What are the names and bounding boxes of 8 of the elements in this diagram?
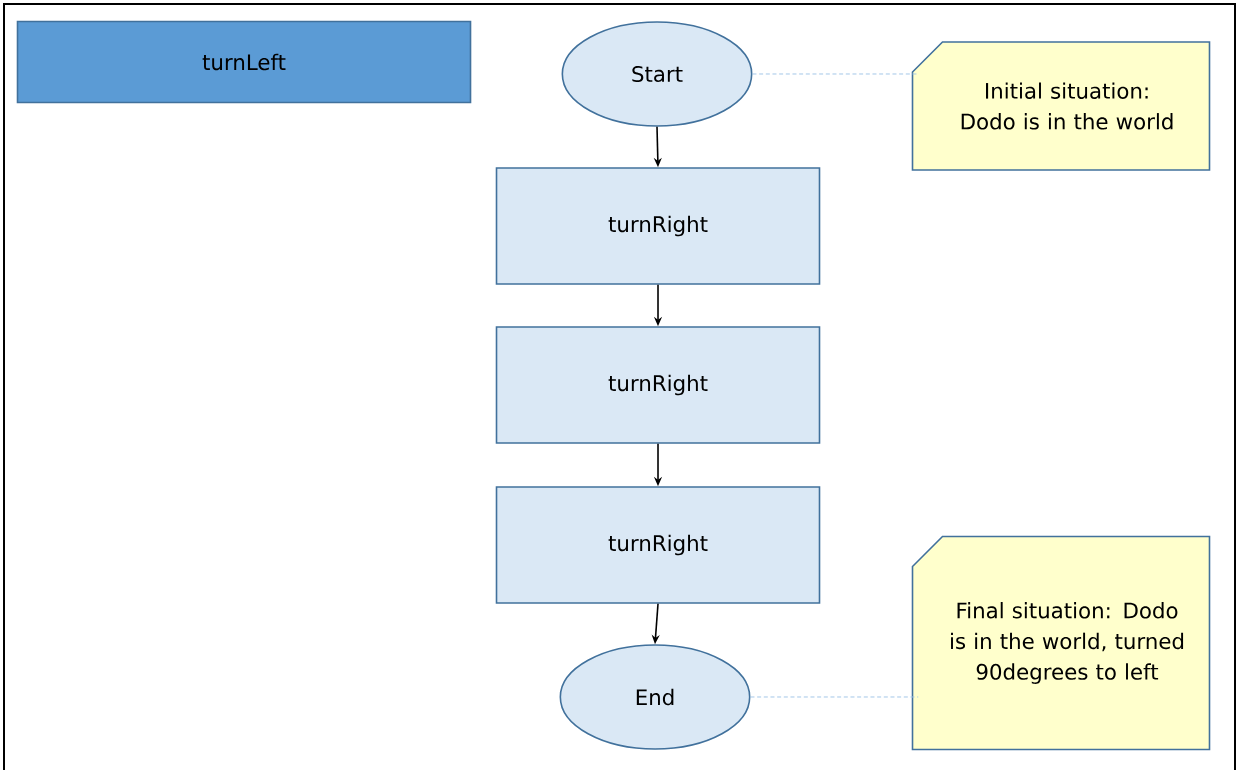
note-box: Initial situation: Dodo is in the world	[911, 41, 1211, 171]
note-box: Final situation: Dodo is in the world, turned 90degrees to left	[911, 535, 1211, 751]
process-box: turnRight	[495, 326, 821, 444]
connector-line	[750, 696, 919, 698]
title-box: turnLeft	[16, 20, 472, 104]
process-box: turnRight	[495, 486, 821, 604]
connector-line	[752, 73, 919, 75]
process-box: turnRight	[495, 167, 821, 285]
